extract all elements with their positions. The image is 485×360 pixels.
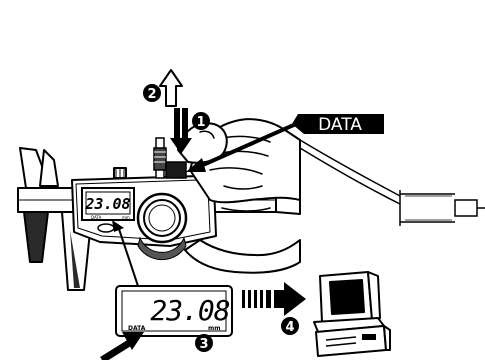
zoomed-lcd-display: 23.08 DATA mm [115, 285, 233, 337]
data-cable [299, 139, 401, 205]
zoom-leader-line [112, 220, 139, 287]
step-3-badge: 3 [195, 334, 213, 352]
computer-icon [313, 271, 391, 357]
step-3-pointer-arrow [100, 332, 144, 360]
data-label-tag: DATA [292, 114, 384, 135]
step-4-badge: 4 [281, 317, 299, 335]
caliper-zero-button [97, 223, 115, 233]
svg-text:1: 1 [196, 115, 205, 130]
step-2-badge: 2 [143, 84, 161, 102]
svg-text:2: 2 [147, 87, 156, 102]
svg-text:DATA: DATA [318, 115, 362, 135]
caliper-thumb-roller [136, 192, 188, 261]
svg-text:3: 3 [199, 337, 208, 352]
svg-text:4: 4 [285, 320, 294, 335]
zoomed-reading: 23.08 [150, 294, 229, 327]
zoomed-data-label: DATA [128, 325, 146, 332]
data-switch-connector [153, 137, 187, 179]
caliper-reading: 23.08 [84, 195, 130, 213]
caliper-data-label: DATA [91, 215, 102, 220]
caliper-unit-label: mm [122, 215, 130, 220]
hand-icon [177, 118, 301, 274]
cable-connector-icon [399, 190, 485, 226]
release-up-arrow [159, 69, 183, 107]
transfer-arrow [242, 282, 306, 316]
press-down-arrow [170, 108, 192, 154]
zoomed-unit-label: mm [208, 325, 221, 332]
data-pointer-arrow [186, 122, 298, 172]
step-1-badge: 1 [192, 112, 210, 130]
caliper-lcd-display: 23.08 DATA mm [81, 187, 135, 233]
